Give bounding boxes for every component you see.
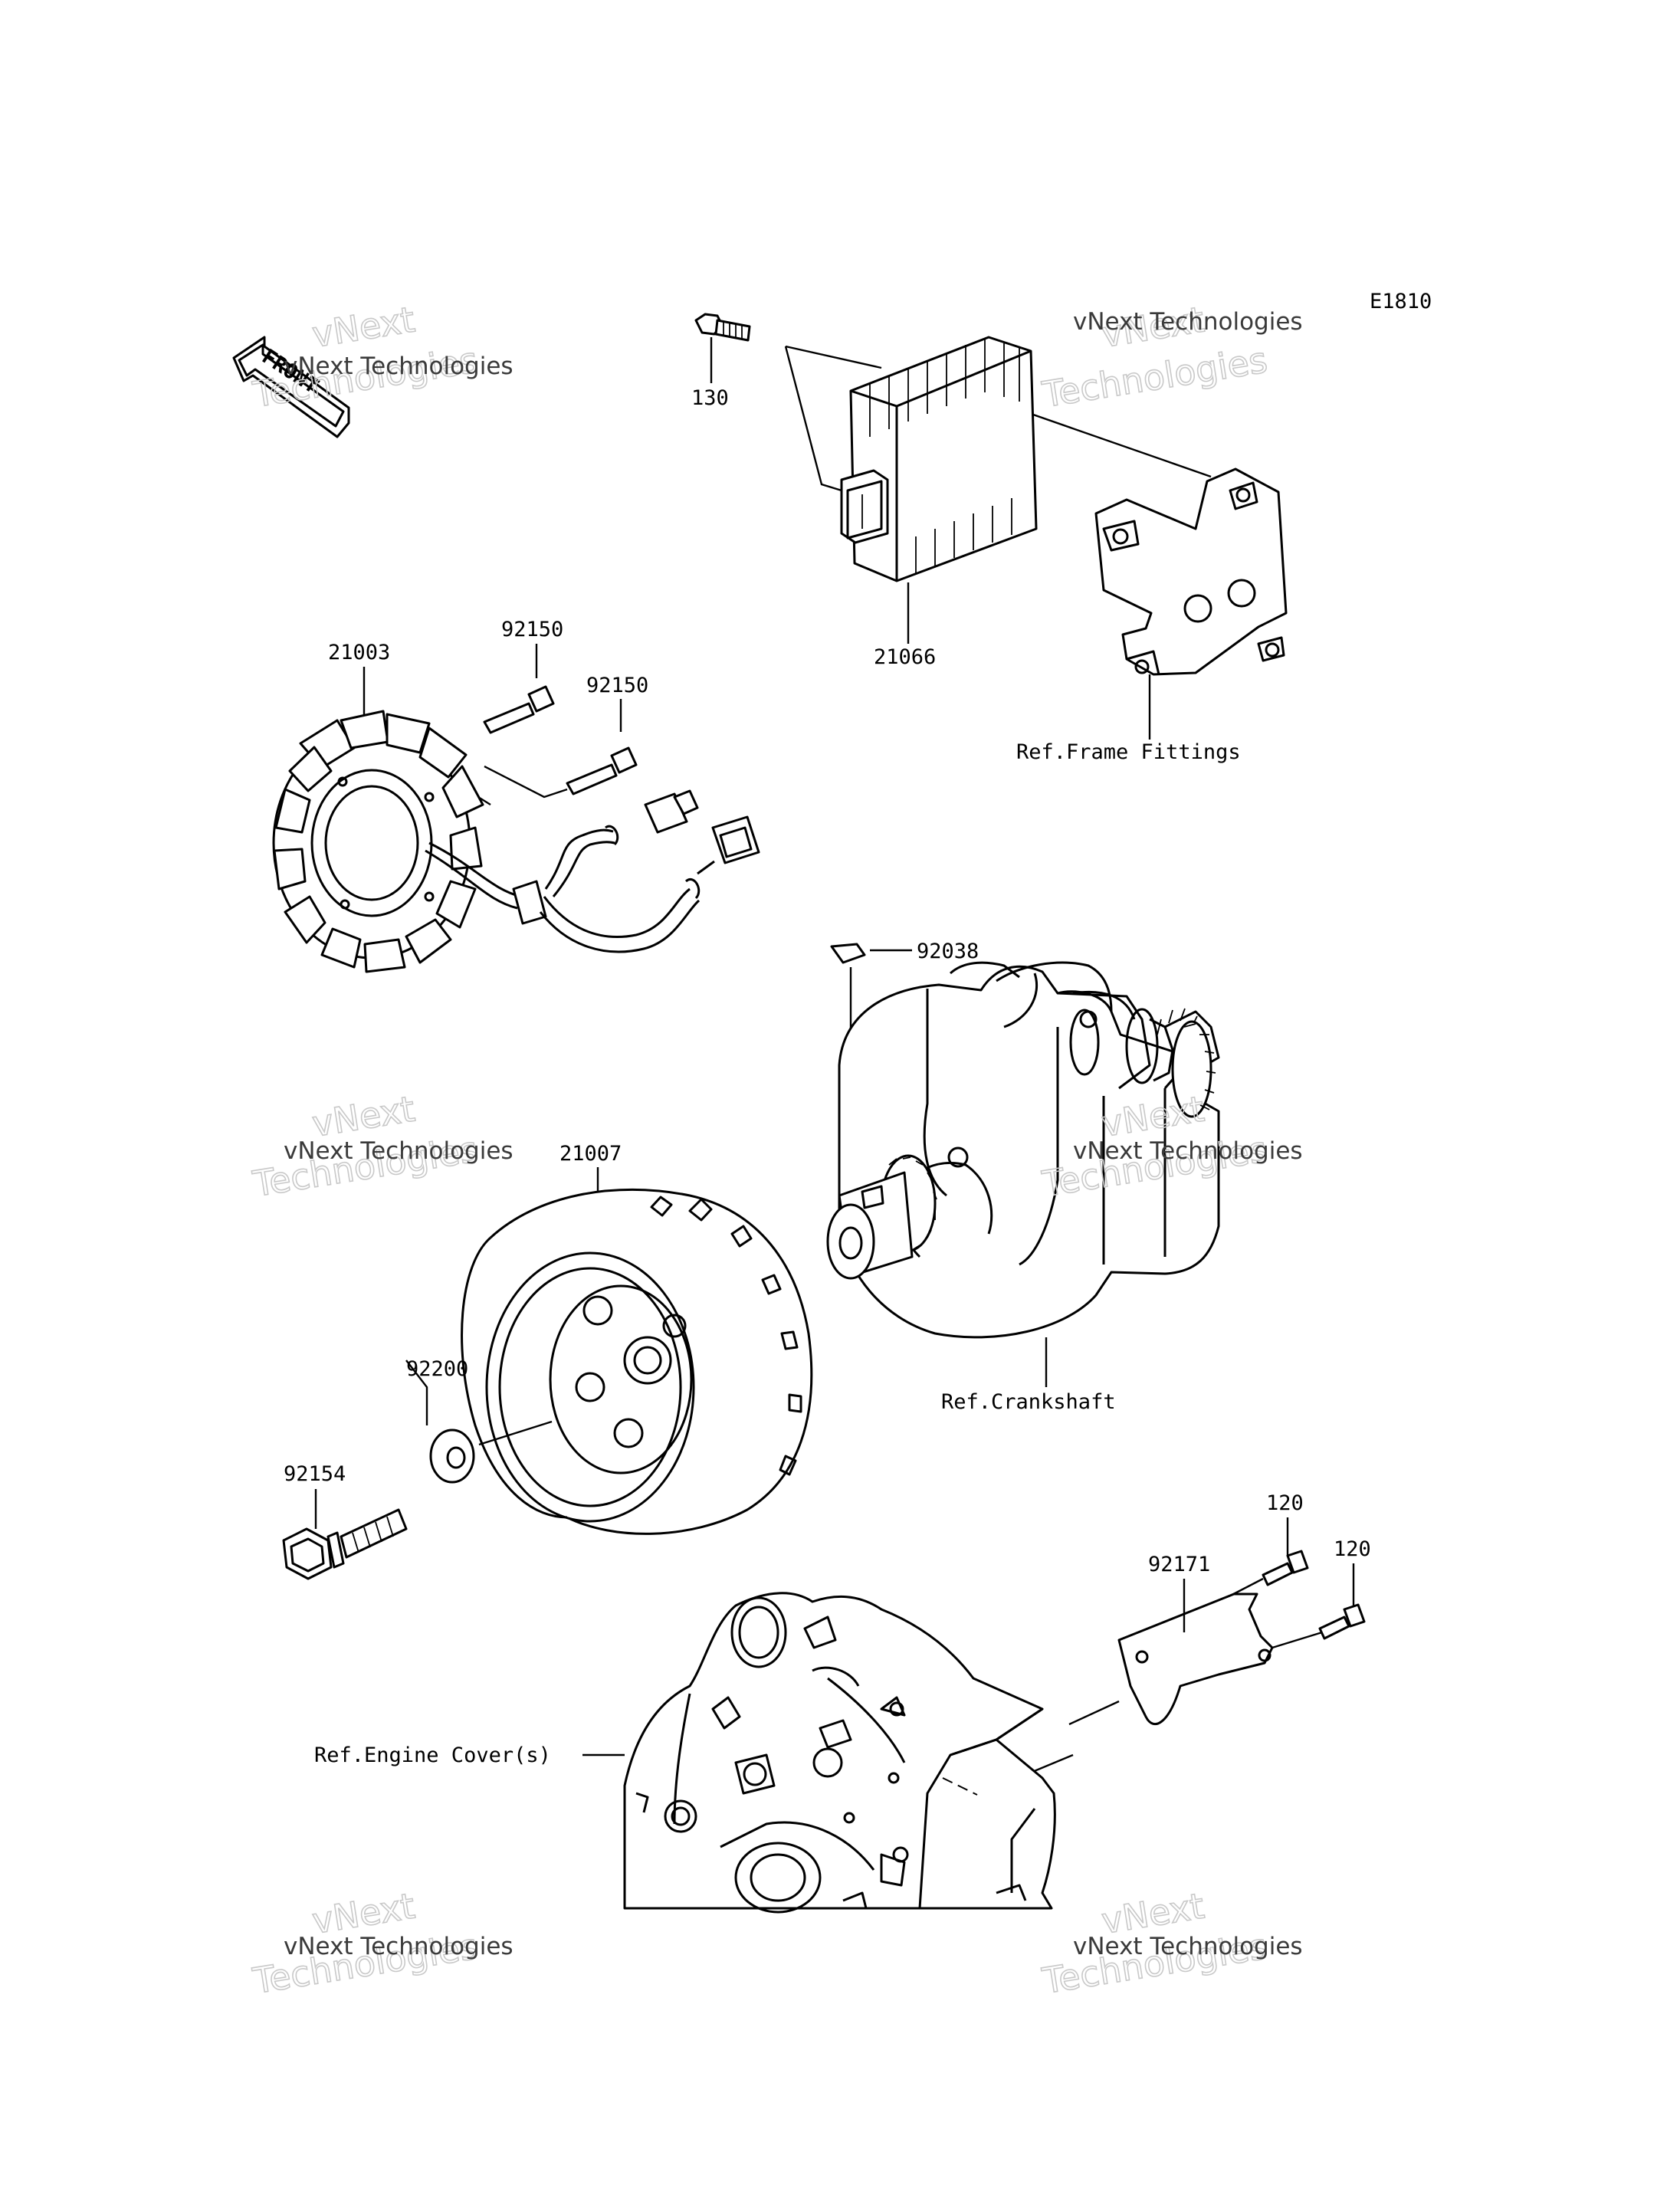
label-frame-fittings: Ref.Frame Fittings	[1016, 740, 1241, 764]
washer-92200[interactable]	[429, 1429, 475, 1484]
bolt-130[interactable]	[694, 313, 751, 342]
label-130: 130	[691, 386, 729, 410]
rotor-bolt-92154[interactable]	[282, 1508, 408, 1580]
stator-wire-harness	[425, 789, 760, 953]
stator-21003[interactable]	[272, 710, 484, 973]
rotor-21007[interactable]	[461, 1188, 813, 1535]
watermark-text-bottom-right: vNext Technologies	[1073, 1933, 1303, 1960]
label-92154: 92154	[284, 1462, 346, 1486]
label-92150-a: 92150	[501, 618, 563, 641]
label-120-a: 120	[1266, 1491, 1304, 1515]
svg-text:vNext: vNext	[310, 1088, 418, 1145]
cover-plate-92171[interactable]	[1117, 1593, 1274, 1726]
screw-120-b[interactable]	[1318, 1603, 1366, 1640]
regulator-rectifier-21066[interactable]	[840, 336, 1038, 582]
woodruff-key-92038[interactable]	[830, 943, 866, 964]
watermark-text-bottom-left: vNext Technologies	[284, 1933, 514, 1960]
label-crankshaft: Ref.Crankshaft	[941, 1390, 1116, 1414]
label-92038: 92038	[917, 940, 979, 963]
screw-120-a[interactable]	[1262, 1550, 1309, 1586]
stator-bolt-92150-a[interactable]	[483, 685, 555, 734]
label-21066: 21066	[874, 645, 936, 669]
watermark-text-mid-right: vNext Technologies	[1073, 1137, 1303, 1165]
crankshaft	[826, 961, 1220, 1339]
label-92171: 92171	[1148, 1553, 1210, 1576]
label-engine-cover: Ref.Engine Cover(s)	[314, 1743, 551, 1767]
frame-bracket	[1094, 467, 1288, 676]
svg-text:Technologies: Technologies	[1039, 339, 1270, 415]
watermark-text-mid-left: vNext Technologies	[284, 1137, 514, 1165]
label-92150-b: 92150	[586, 674, 648, 697]
label-21003: 21003	[328, 641, 390, 664]
stator-bolt-92150-b[interactable]	[566, 746, 638, 795]
diagram-code: E1810	[1370, 290, 1432, 313]
watermark-text-top-right: vNext Technologies	[1073, 308, 1303, 336]
watermark-text-top-left: vNext Technologies	[284, 353, 514, 380]
engine-cover	[623, 1592, 1056, 1914]
label-21007: 21007	[559, 1142, 622, 1166]
label-92200: 92200	[406, 1357, 468, 1381]
svg-text:vNext: vNext	[310, 299, 418, 356]
label-120-b: 120	[1334, 1537, 1371, 1561]
